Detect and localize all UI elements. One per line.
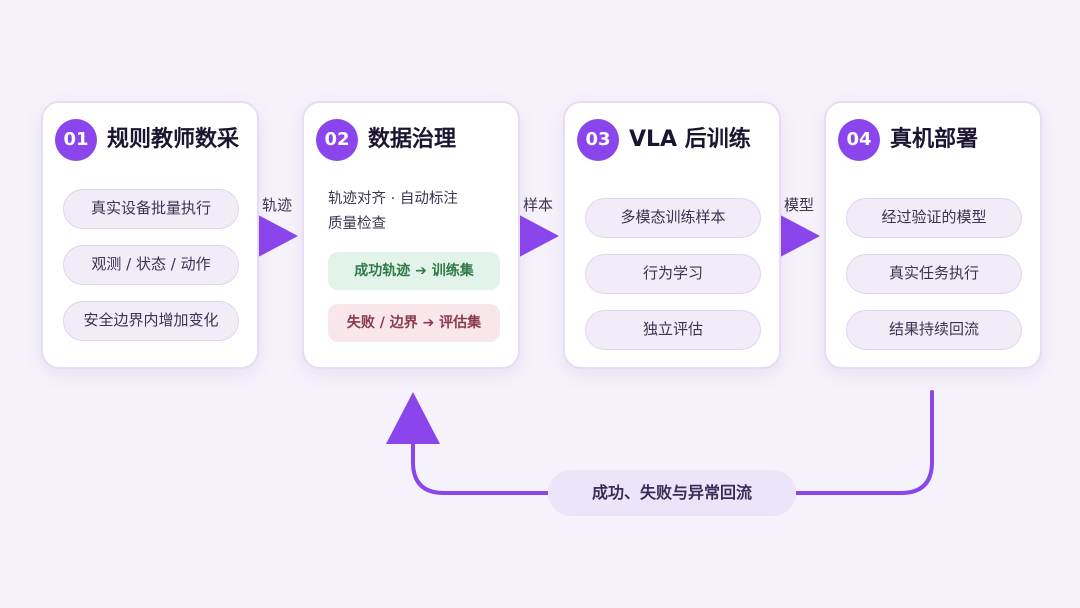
step-number-badge: 04 bbox=[838, 119, 880, 161]
feedback-arrowhead bbox=[386, 392, 440, 444]
step-title: 真机部署 bbox=[890, 127, 979, 152]
step-description: 质量检查 bbox=[328, 216, 386, 232]
step-card-3: 03 VLA 后训练 多模态训练样本 行为学习 独立评估 bbox=[563, 101, 781, 369]
step-title: VLA 后训练 bbox=[629, 127, 751, 152]
step-card-2: 02 数据治理 轨迹对齐 · 自动标注 质量检查 成功轨迹 ➔ 训练集 失败 /… bbox=[302, 101, 520, 369]
step-number-badge: 03 bbox=[577, 119, 619, 161]
step-description: 轨迹对齐 · 自动标注 bbox=[328, 191, 458, 207]
step-item: 行为学习 bbox=[585, 254, 761, 294]
feedback-label: 成功、失败与异常回流 bbox=[548, 470, 796, 516]
step-title: 规则教师数采 bbox=[107, 127, 240, 152]
step-card-4: 04 真机部署 经过验证的模型 真实任务执行 结果持续回流 bbox=[824, 101, 1042, 369]
success-tag: 成功轨迹 ➔ 训练集 bbox=[328, 252, 500, 290]
step-item: 真实任务执行 bbox=[846, 254, 1022, 294]
step-item: 独立评估 bbox=[585, 310, 761, 350]
step-item: 真实设备批量执行 bbox=[63, 189, 239, 229]
step-number-badge: 01 bbox=[55, 119, 97, 161]
step-card-1: 01 规则教师数采 真实设备批量执行 观测 / 状态 / 动作 安全边界内增加变… bbox=[41, 101, 259, 369]
step-title: 数据治理 bbox=[368, 127, 457, 152]
connector-label-trajectory: 轨迹 bbox=[262, 196, 293, 214]
step-item: 观测 / 状态 / 动作 bbox=[63, 245, 239, 285]
failure-tag: 失败 / 边界 ➔ 评估集 bbox=[328, 304, 500, 342]
step-item: 结果持续回流 bbox=[846, 310, 1022, 350]
step-item: 经过验证的模型 bbox=[846, 198, 1022, 238]
step-item: 安全边界内增加变化 bbox=[63, 301, 239, 341]
step-number-badge: 02 bbox=[316, 119, 358, 161]
step-item: 多模态训练样本 bbox=[585, 198, 761, 238]
connector-label-samples: 样本 bbox=[523, 196, 554, 214]
connector-label-model: 模型 bbox=[784, 196, 815, 214]
